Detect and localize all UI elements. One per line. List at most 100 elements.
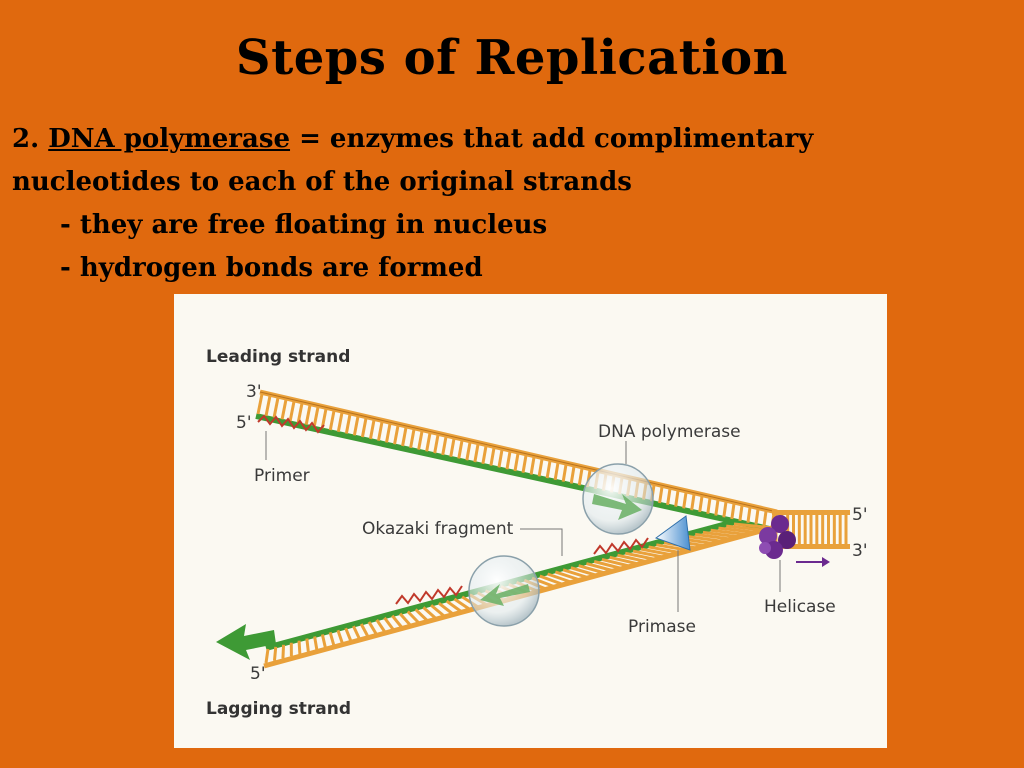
base-pair-rung	[489, 447, 496, 466]
base-pair-rung	[453, 597, 471, 611]
base-pair-rung	[656, 543, 690, 552]
base-pair-rung	[313, 636, 319, 650]
base-pair-rung	[272, 397, 280, 418]
base-pair-rung	[385, 423, 392, 443]
base-pair-rung	[658, 486, 664, 504]
base-pair-rung	[430, 604, 445, 617]
base-pair-rung	[648, 545, 682, 555]
base-pair-rung	[586, 562, 614, 573]
lagging-arrow	[216, 624, 276, 660]
base-pair-rung	[328, 631, 336, 646]
base-pair-rung	[537, 458, 544, 477]
base-pair-rung	[601, 557, 631, 568]
base-pair-rung	[617, 553, 648, 564]
base-pair-rung	[529, 456, 536, 475]
bullet-hydrogen-bonds: - hydrogen bonds are formed	[60, 253, 483, 283]
base-pair-rung	[513, 453, 520, 472]
okazaki-fragment-label: Okazaki fragment	[362, 519, 514, 539]
base-pair-rung	[280, 399, 288, 420]
base-pair-rung	[328, 410, 336, 431]
helicase-label: Helicase	[764, 597, 836, 617]
base-pair-rung	[609, 555, 639, 566]
base-pair-rung	[393, 425, 400, 445]
base-pair-rung	[414, 608, 428, 622]
primer-lagging-2	[593, 537, 649, 555]
base-pair-rung	[441, 436, 448, 456]
primer-lagging-1	[395, 585, 463, 605]
base-pair-rung	[445, 599, 462, 613]
base-pair-rung	[754, 509, 760, 525]
lagging-strand-label: Lagging strand	[206, 699, 351, 719]
five-prime-bottom-label: 5'	[250, 664, 266, 684]
base-pair-rung	[433, 434, 440, 454]
leading-strand-label: Leading strand	[206, 347, 350, 367]
base-pair-rung	[288, 401, 296, 422]
base-pair-rung	[690, 494, 696, 511]
base-pair-rung	[554, 570, 580, 582]
base-pair-rung	[406, 610, 420, 624]
base-pair-rung	[539, 574, 563, 586]
base-pair-rung	[578, 564, 606, 575]
primase-label: Primase	[628, 617, 696, 637]
base-pair-rung	[702, 530, 741, 539]
primase-enzyme	[654, 515, 691, 551]
base-pair-rung	[666, 488, 672, 506]
base-pair-rung	[640, 547, 673, 557]
base-pair-rung	[577, 468, 584, 486]
base-pair-rung	[409, 429, 416, 449]
base-pair-rung	[730, 503, 736, 520]
three-prime-right-label: 3'	[852, 541, 868, 561]
base-pair-rung	[296, 403, 304, 424]
slide-title: Steps of Replication	[235, 30, 789, 86]
base-pair-rung	[391, 614, 403, 628]
base-pair-rung	[710, 528, 749, 537]
base-pair-rung	[457, 440, 464, 459]
base-pair-rung	[694, 532, 732, 541]
base-pair-rung	[401, 427, 408, 447]
base-pair-rung	[569, 466, 576, 484]
base-pair-rung	[312, 406, 320, 427]
base-pair-rung	[297, 640, 302, 655]
base-pair-rung	[272, 646, 278, 661]
five-prime-top-label: 5'	[236, 413, 252, 433]
base-pair-rung	[726, 524, 766, 532]
definition-continuation: nucleotides to each of the original stra…	[12, 167, 632, 197]
base-pair-rung	[561, 464, 568, 482]
base-pair-rung	[521, 455, 528, 474]
bullet-free-floating: - they are free floating in nucleus	[60, 210, 548, 240]
base-pair-rung	[375, 618, 386, 633]
base-pair-rung	[344, 414, 352, 434]
base-pair-rung	[722, 501, 728, 518]
base-pair-rung	[422, 606, 437, 620]
base-pair-rung	[624, 551, 656, 561]
base-pair-rung	[352, 625, 361, 639]
base-pair-rung	[698, 496, 704, 513]
three-prime-top-label: 3'	[246, 382, 262, 402]
base-pair-rung	[473, 443, 480, 463]
base-pair-rung	[336, 412, 344, 433]
base-pair-rung	[367, 621, 378, 635]
base-pair-rung	[682, 492, 688, 509]
base-pair-rung	[481, 445, 488, 465]
base-pair-rung	[376, 421, 384, 441]
base-pair-rung	[368, 419, 376, 440]
primer-label: Primer	[254, 466, 310, 486]
base-pair-rung	[359, 623, 369, 637]
base-pair-rung	[718, 526, 758, 534]
dna-polymerase-lagging	[468, 555, 540, 627]
base-pair-rung	[383, 616, 395, 631]
base-pair-rung	[465, 442, 472, 461]
body-text: 2. DNA polymerase = enzymes that add com…	[12, 118, 1012, 290]
step-number: 2.	[12, 124, 49, 154]
base-pair-rung	[497, 449, 504, 468]
base-pair-rung	[746, 507, 752, 523]
five-prime-right-label: 5'	[852, 505, 868, 525]
base-pair-rung	[344, 627, 353, 642]
base-pair-rung	[305, 638, 310, 652]
base-pair-rung	[449, 438, 456, 458]
base-pair-rung	[674, 490, 680, 507]
base-pair-rung	[762, 510, 768, 527]
dna-polymerase-leading	[582, 463, 654, 535]
base-pair-rung	[593, 560, 622, 570]
helicase-direction-arrow	[796, 557, 830, 567]
